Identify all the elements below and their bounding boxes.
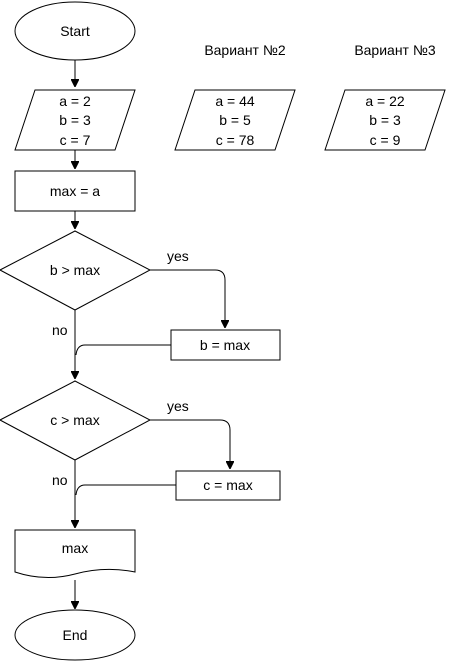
decision-b-diamond: b > max	[0, 230, 152, 311]
variant-3-line-b: b = 3	[369, 112, 401, 128]
variant-3-line-a: a = 22	[365, 93, 405, 109]
decision-b-yes-label: yes	[167, 248, 189, 264]
edge-assign-b-merge	[75, 344, 171, 356]
end-label: End	[63, 627, 88, 643]
edge-assign-c-merge	[75, 484, 176, 496]
assign-max-process: max = a	[14, 170, 136, 212]
decision-c-label: c > max	[50, 412, 99, 428]
decision-c-diamond: c > max	[0, 380, 152, 461]
decision-c-yes-label: yes	[167, 398, 189, 414]
variant-2-input-block: a = 44 b = 5 c = 78	[174, 89, 296, 151]
input-block: a = 2 b = 3 c = 7	[14, 89, 136, 151]
assign-b-process: b = max	[170, 329, 281, 361]
assign-c-label: c = max	[203, 477, 252, 493]
edge-decision-c-yes	[150, 419, 230, 468]
variant-3-line-c: c = 9	[370, 132, 401, 148]
variant-2-title: Вариант №2	[204, 42, 286, 58]
decision-b-no-label: no	[52, 322, 68, 338]
assign-max-label: max = a	[50, 183, 100, 199]
assign-b-label: b = max	[200, 337, 250, 353]
input-line-c: c = 7	[60, 132, 91, 148]
assign-c-process: c = max	[175, 470, 281, 501]
start-label: Start	[60, 23, 90, 39]
input-line-a: a = 2	[59, 93, 91, 109]
variant-2-line-a: a = 44	[215, 93, 255, 109]
decision-c-no-label: no	[52, 472, 68, 488]
input-line-b: b = 3	[59, 112, 91, 128]
edge-decision-b-yes	[150, 269, 225, 327]
variant-3-title: Вариант №3	[354, 42, 436, 58]
variant-2-line-c: c = 78	[216, 132, 255, 148]
output-document: max	[14, 529, 136, 578]
variant-2-line-b: b = 5	[219, 112, 251, 128]
decision-b-label: b > max	[50, 262, 100, 278]
output-label: max	[62, 540, 88, 556]
variant-3-input-block: a = 22 b = 3 c = 9	[324, 89, 446, 151]
start-terminator: Start	[14, 1, 136, 61]
end-terminator: End	[14, 609, 136, 661]
